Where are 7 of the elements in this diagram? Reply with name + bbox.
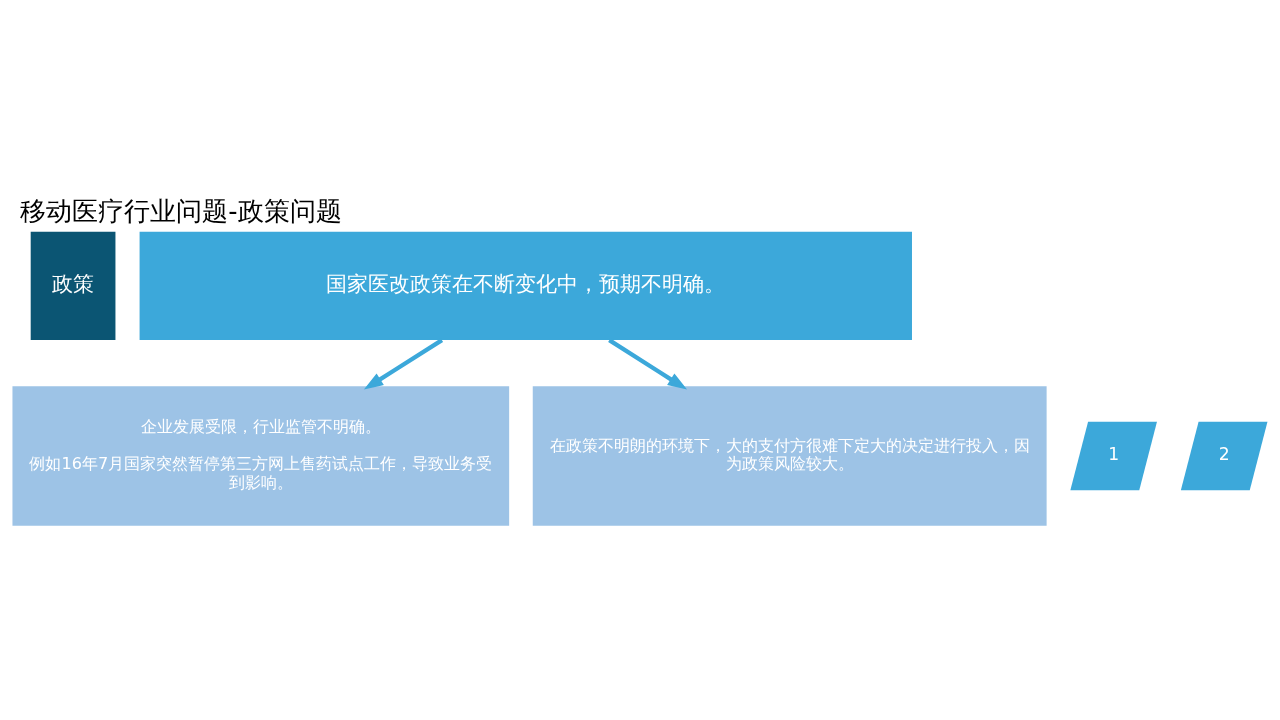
arrow: [363, 337, 444, 390]
arrow: [608, 337, 688, 390]
node-box: 在政策不明朗的环境下，大的支付方很难下定大的决定进行投入，因为政策风险较大。: [532, 385, 1047, 526]
node-box: 企业发展受限，行业监管不明确。 例如16年7月国家突然暂停第三方网上售药试点工作，导致业务受到影响。: [12, 385, 510, 526]
node-box: 政策: [30, 231, 116, 340]
node-box: 国家医改政策在不断变化中，预期不明确。: [139, 231, 912, 340]
diagram-title: 移动医疗行业问题-政策问题: [20, 195, 342, 226]
